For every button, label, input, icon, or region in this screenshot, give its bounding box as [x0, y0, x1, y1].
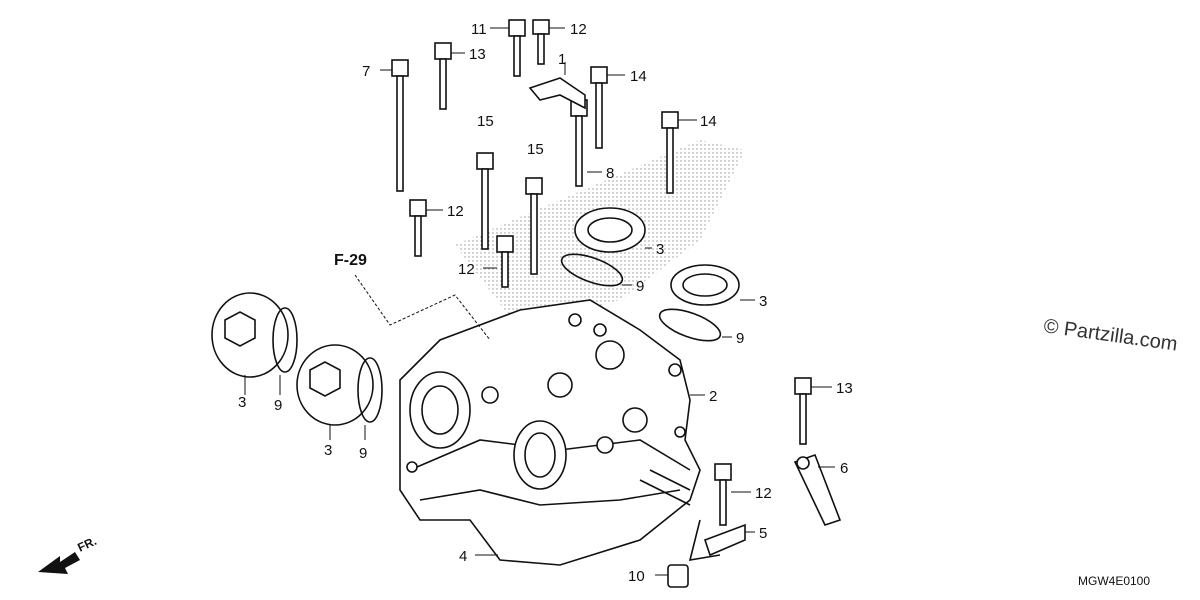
callout-4: 4: [459, 548, 467, 565]
callout-1: 1: [558, 51, 566, 68]
front-arrow: FR.: [38, 534, 99, 574]
bolt-11: [508, 19, 526, 77]
leader-lines: [244, 27, 835, 576]
bolt-15-a: [476, 152, 494, 250]
clip-5[interactable]: [688, 519, 746, 561]
callout-3-c: 3: [238, 394, 246, 411]
callout-15-b: 15: [527, 141, 544, 158]
callout-14-b: 14: [700, 113, 717, 130]
cylinder-head-cover[interactable]: [399, 299, 701, 566]
callout-10: 10: [628, 568, 645, 585]
bolt-12-top: [532, 19, 550, 65]
bolt-13-right: [794, 377, 812, 445]
bolt-12-mid: [409, 199, 427, 257]
callout-12-center: 12: [458, 261, 475, 278]
reference-label: F-29: [334, 252, 367, 269]
bolt-14-a: [590, 66, 608, 149]
bolts[interactable]: [391, 19, 812, 526]
callout-8: 8: [606, 165, 614, 182]
oil-filler-cap-left-2[interactable]: [296, 344, 383, 426]
callout-11: 11: [471, 21, 487, 38]
callout-12-mid: 12: [447, 203, 464, 220]
front-label: FR.: [75, 534, 98, 555]
oil-filler-cap-right-2[interactable]: [670, 264, 740, 306]
bolt-8: [570, 99, 588, 187]
callout-7: 7: [362, 63, 370, 80]
oil-filler-cap-right-1[interactable]: [574, 207, 646, 253]
callout-12-top: 12: [570, 21, 587, 38]
callout-9-a: 9: [636, 278, 644, 295]
callout-9-d: 9: [359, 445, 367, 462]
callout-14-a: 14: [630, 68, 647, 85]
diagram-code: MGW4E0100: [1078, 574, 1150, 588]
bolt-7: [391, 59, 409, 192]
o-ring-right-2[interactable]: [656, 303, 724, 347]
grommet-10[interactable]: [667, 564, 689, 588]
o-ring-right-1[interactable]: [558, 248, 626, 292]
callout-12-bottom: 12: [755, 485, 772, 502]
callout-15-a: 15: [477, 113, 494, 130]
callout-5: 5: [759, 525, 767, 542]
bolt-15-b: [525, 177, 543, 275]
oil-filler-cap-left-1[interactable]: [211, 292, 298, 378]
clamp-6[interactable]: [793, 453, 842, 526]
callout-6: 6: [840, 460, 848, 477]
watermark: © Partzilla.com: [1042, 315, 1179, 356]
bolt-12-center: [496, 235, 514, 288]
bolt-14-b: [661, 111, 679, 194]
bracket-1[interactable]: [528, 77, 586, 110]
callout-2: 2: [709, 388, 717, 405]
callout-9-c: 9: [274, 397, 282, 414]
bolt-12-bottom: [714, 463, 732, 526]
callout-labels: 7 13 11 12 1 14 14 15 15 8 12 12 3 9 3 9…: [238, 21, 853, 585]
callout-13-top: 13: [469, 46, 486, 63]
callout-9-b: 9: [736, 330, 744, 347]
callout-3-b: 3: [759, 293, 767, 310]
callout-3-a: 3: [656, 241, 664, 258]
callout-3-d: 3: [324, 442, 332, 459]
callout-13-right: 13: [836, 380, 853, 397]
bolt-13-top: [434, 42, 452, 110]
